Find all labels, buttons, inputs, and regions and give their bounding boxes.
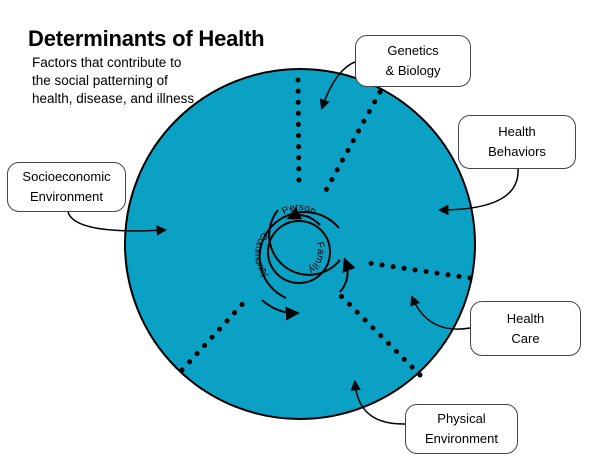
subtitle-line-1: Factors that contribute to <box>32 55 182 70</box>
physical-environment-box: Physical Environment <box>405 404 518 454</box>
arrow-behaviors <box>437 168 519 216</box>
genetics-line-2: & Biology <box>385 63 441 78</box>
center-ring-arrows <box>261 206 356 321</box>
arrow-person-ring <box>286 206 321 226</box>
arrow-genetics <box>319 61 356 110</box>
label-person: Person <box>280 202 318 217</box>
center-rings <box>258 209 341 299</box>
page-title: Determinants of Health <box>28 26 265 51</box>
arrow-physical <box>350 379 406 425</box>
genetics-biology-box: Genetics & Biology <box>355 35 471 87</box>
page-subtitle: Factors that contribute to the social pa… <box>32 54 232 108</box>
socioeconomic-environment-box: Socioeconomic Environment <box>7 162 126 212</box>
care-line-2: Care <box>511 330 540 346</box>
socio-line-2: Environment <box>30 189 103 204</box>
divider-top <box>295 77 302 193</box>
arrow-family-ring <box>339 257 356 293</box>
behaviors-line-2: Behaviors <box>488 144 546 159</box>
care-line-1: Health <box>506 310 545 326</box>
section-dividers <box>179 77 473 378</box>
behaviors-line-1: Health <box>498 124 536 139</box>
middle-ring <box>268 209 341 276</box>
subtitle-line-3: health, disease, and illness <box>32 91 195 106</box>
physical-line-2: Environment <box>425 431 498 446</box>
subtitle-line-2: the social patterning of <box>32 73 168 88</box>
divider-upper-right <box>322 89 383 195</box>
inner-ring <box>267 220 331 284</box>
health-care-box: Health Care <box>470 301 581 356</box>
divider-right <box>359 259 473 281</box>
arrow-community-ring <box>261 299 300 321</box>
arrow-socioeconomic <box>67 211 168 236</box>
genetics-line-1: Genetics <box>387 43 439 58</box>
health-behaviors-box: Health Behaviors <box>458 115 576 169</box>
physical-line-1: Physical <box>437 411 486 426</box>
health-circle <box>124 68 476 420</box>
arrow-health-care <box>410 295 471 330</box>
socio-line-1: Socioeconomic <box>22 169 111 184</box>
divider-lower-right <box>337 292 423 378</box>
connector-arrows <box>67 61 519 425</box>
